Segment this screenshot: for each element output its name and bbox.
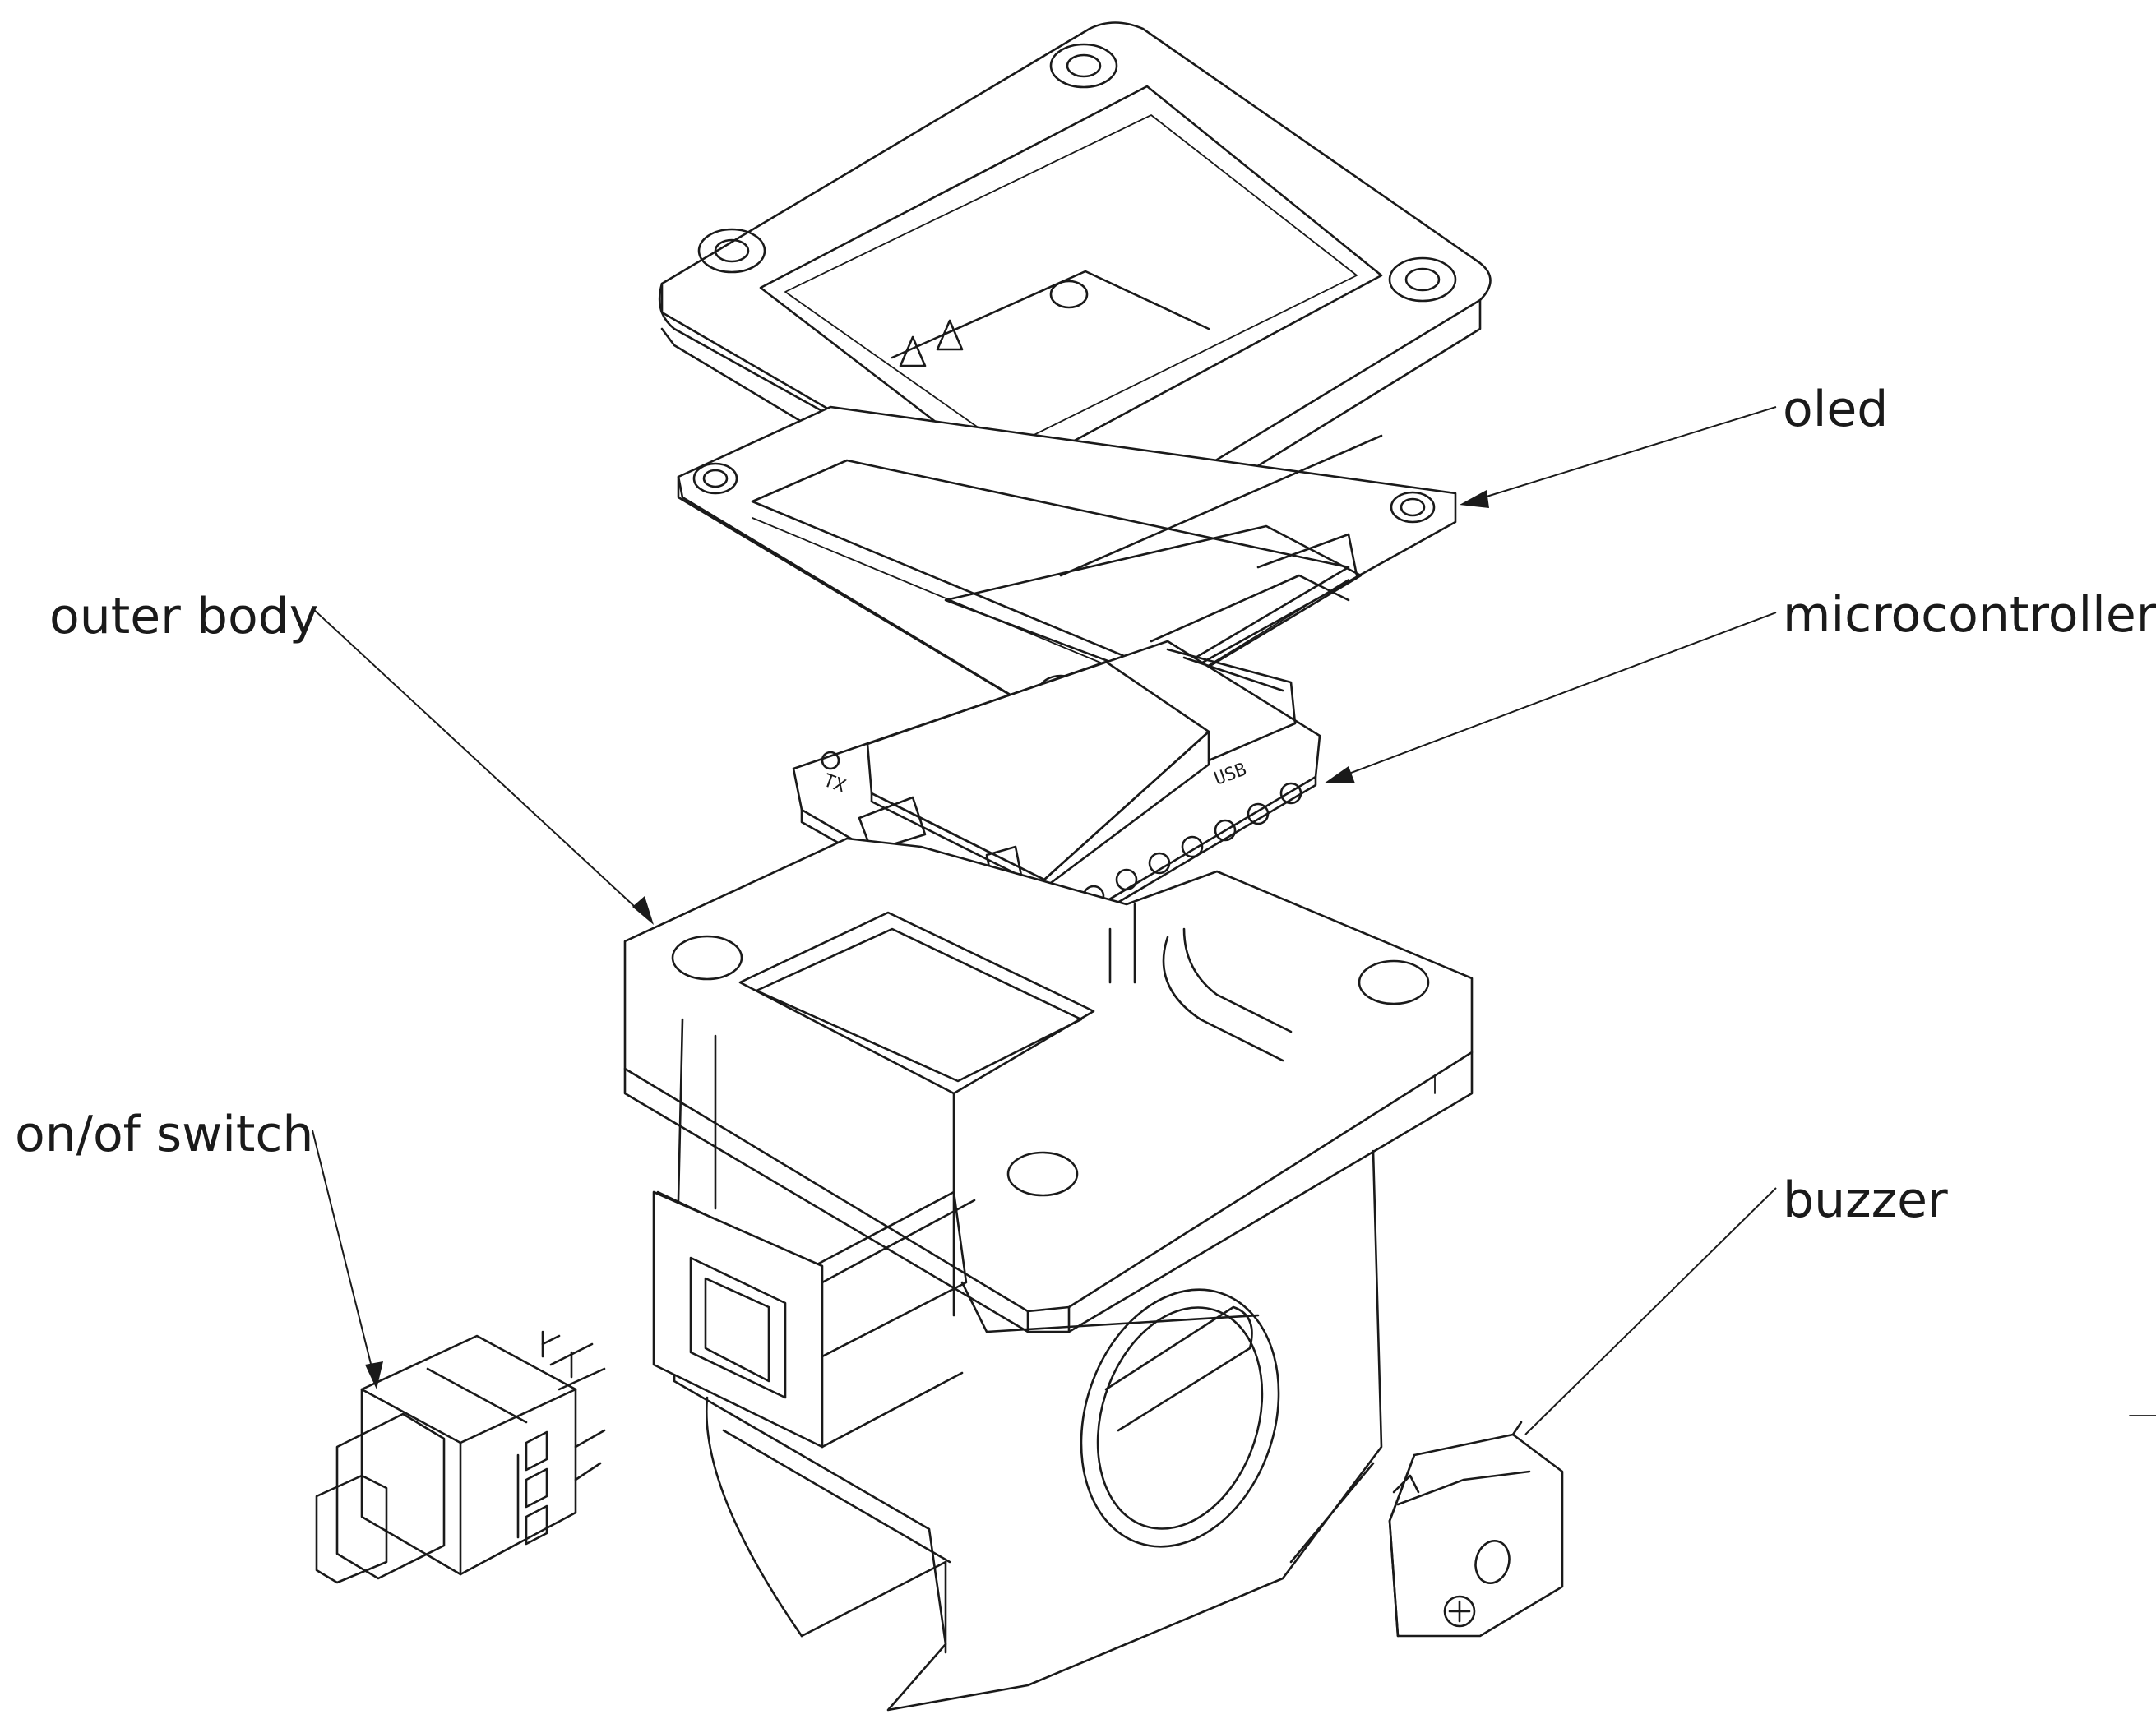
leader-oled (1475, 406, 1777, 501)
leader-on-off-switch (312, 1130, 375, 1378)
label-microcontroller: microcontroller (1783, 586, 2156, 644)
leaders (312, 406, 1777, 1435)
label-oled: oled (1783, 381, 1888, 438)
label-on-off-switch: on/of switch (15, 1106, 313, 1163)
label-buzzer: buzzer (1783, 1171, 1948, 1229)
label-outer-body: outer body (49, 588, 318, 645)
buzzer (1388, 1421, 1564, 1638)
on-off-switch (315, 1330, 606, 1584)
leader-outer-body (312, 608, 646, 917)
leader-microcontroller (1339, 612, 1777, 778)
outer-body (623, 837, 1474, 1712)
oled-module (677, 405, 1457, 729)
leader-buzzer (1524, 1187, 1777, 1435)
